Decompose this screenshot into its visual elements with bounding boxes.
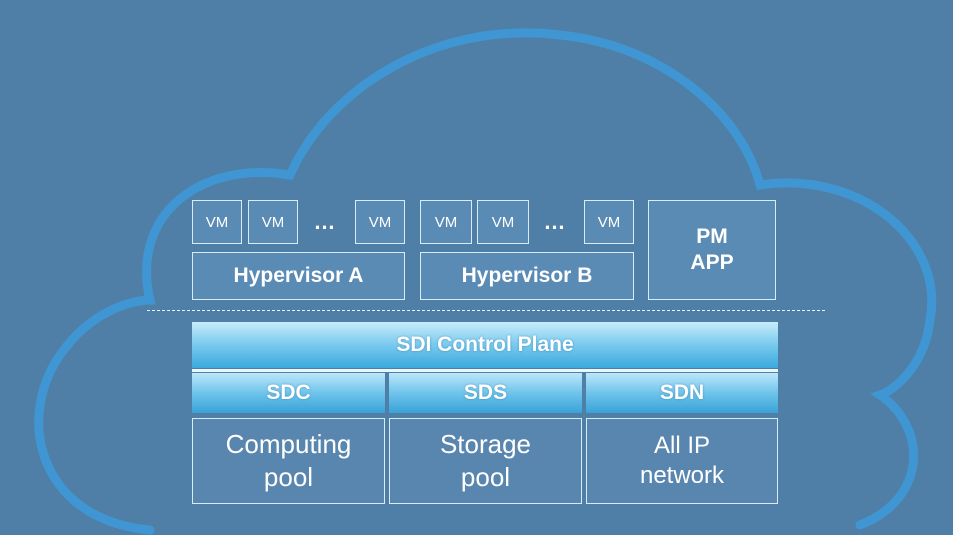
ellipsis: … [313,209,339,234]
vm-box: VM [192,200,242,244]
computing-pool: Computing pool [192,418,385,504]
hypervisor-b-box: Hypervisor B [420,252,634,300]
sds-label: SDS [389,373,582,413]
vm-box: VM [355,200,405,244]
sdc-label: SDC [192,373,385,413]
ellipsis: … [543,209,569,234]
pool-line1: Storage [439,429,532,459]
pool-line1: All IP [653,432,710,459]
layer-divider [147,310,825,311]
storage-pool: Storage pool [389,418,582,504]
hypervisor-a-box: Hypervisor A [192,252,405,300]
control-plane-separator [192,369,778,372]
pool-line2: network [639,462,725,489]
pm-app-box: PM APP [648,200,776,300]
pool-line2: pool [263,462,314,492]
sdn-label: SDN [586,373,778,413]
sdi-control-plane: SDI Control Plane [192,322,778,368]
vm-box: VM [584,200,634,244]
all-ip-network: All IP network [586,418,778,504]
pm-app-line1: PM [696,225,728,248]
pool-line2: pool [460,462,511,492]
pm-app-line2: APP [690,251,734,274]
vm-box: VM [477,200,529,244]
pool-line1: Computing [225,429,352,459]
vm-box: VM [420,200,472,244]
vm-box: VM [248,200,298,244]
